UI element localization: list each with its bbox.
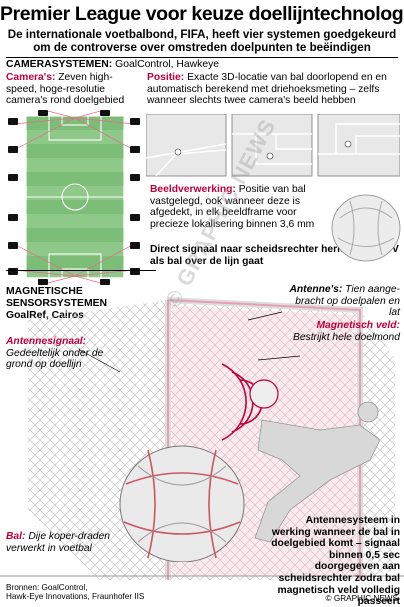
cameras-label: Camera's: (6, 72, 56, 83)
sources-line2: Hawk-Eye Innovations, Fraunhofer IIS (6, 592, 145, 602)
position-label: Positie: (147, 72, 185, 83)
antenna-signal-description: Antennesignaal: Gedeeltelijk onder de gr… (6, 336, 118, 371)
camera-heading-label: CAMERASYSTEMEN: (6, 59, 113, 70)
camera-icon (8, 110, 140, 285)
field-description: Magnetisch veld: Bestrijkt hele doelmond (292, 320, 400, 343)
divider (6, 270, 156, 271)
cameras-text: Zeven high-speed, hoge-resolutie camera'… (6, 72, 125, 107)
credit: © GRAPHIC NEWS (325, 594, 398, 603)
magnetic-heading-line1: MAGNETISCHE (6, 286, 83, 297)
antennas-text: Tien aange-bracht op doelpalen en lat (295, 284, 400, 319)
ball-description: Bal: Dije koper-draden verwerkt in voetb… (6, 531, 116, 554)
magnetic-heading-line2: SENSORSYSTEMEN (6, 298, 108, 309)
antennas-label: Antenne's: (289, 284, 343, 295)
divider (6, 57, 398, 58)
ball-copper-illustration (119, 445, 245, 562)
ball-label: Bal: (6, 531, 26, 542)
page-title: Premier League voor keuze doellijntechno… (0, 3, 404, 25)
antenna-signal-text: Gedeeltelijk onder de grond op doellijn (6, 347, 104, 371)
antennas-description: Antenne's: Tien aange-bracht op doelpale… (286, 284, 400, 319)
sources: Bronnen: GoalControl, Hawk-Eye Innovatio… (6, 583, 246, 602)
cameras-description: Camera's: Zeven high-speed, hoge-resolut… (6, 72, 138, 107)
camera-frame-views (146, 114, 400, 177)
camera-section-heading: CAMERASYSTEMEN: GoalControl, Hawkeye (6, 59, 219, 70)
sources-line1: Bronnen: GoalControl, (6, 583, 88, 592)
ball-illustration (331, 194, 401, 262)
processing-label: Beeldverwerking: (150, 184, 236, 195)
ball-text: Dije koper-draden verwerkt in voetbal (6, 531, 110, 554)
antenna-signal-label: Antennesignaal: (6, 336, 87, 347)
magnetic-section-heading: MAGNETISCHE SENSORSYSTEMEN GoalRef, Cair… (6, 286, 107, 322)
position-text: Exacte 3D-locatie van bal doorlopend en … (147, 72, 387, 107)
position-description: Positie: Exacte 3D-locatie van bal doorl… (147, 72, 399, 107)
antenna-system-description: Antennesysteem in werking wanneer de bal… (271, 515, 400, 607)
signal-description: Direct signaal naar scheidsrechter herha… (150, 244, 399, 267)
page-subtitle: De internationale voetbalbond, FIFA, hee… (7, 28, 397, 54)
field-label: Magnetisch veld: (316, 320, 400, 331)
field-text: Bestrijkt hele doelmond (292, 331, 400, 343)
camera-systems: GoalControl, Hawkeye (115, 59, 220, 70)
magnetic-systems: GoalRef, Cairos (6, 310, 84, 321)
pitch-camera-illustration (8, 110, 140, 285)
processing-description: Beeldverwerking: Positie van bal vastgel… (150, 184, 338, 230)
processing-text: Positie van bal vastgelegd, ook wanneer … (150, 184, 315, 230)
